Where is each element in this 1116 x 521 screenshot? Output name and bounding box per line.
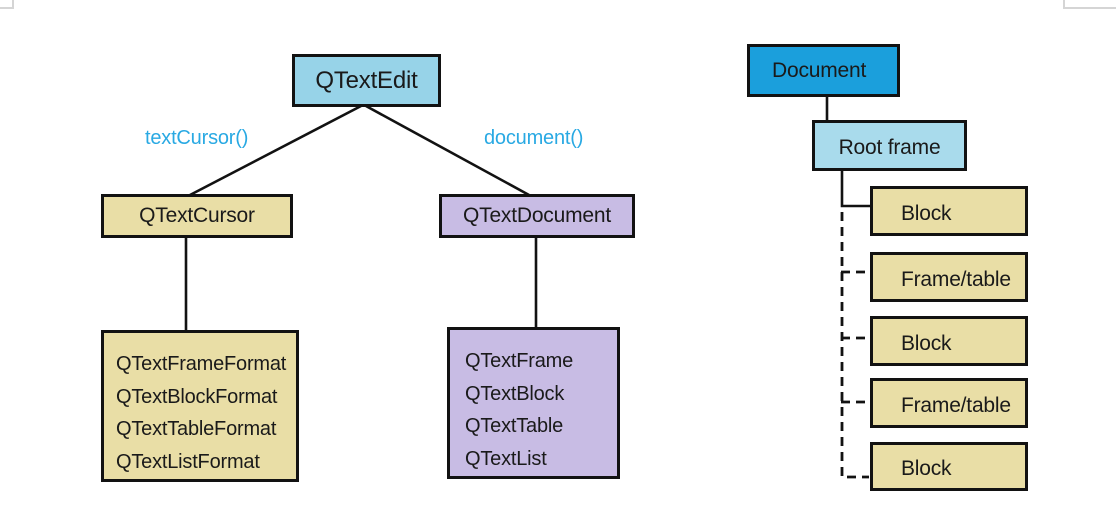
edge-label-document: document() [484,127,584,149]
page-edge-corner-left-vertical [12,0,14,8]
format-class-item: QTextFrameFormat [116,353,287,375]
page-edge-corner-right-horizontal [1063,7,1116,9]
edge-label-textcursor: textCursor() [145,127,249,149]
node-frame-table-2-label: Frame/table [901,394,1011,417]
node-document: Document [747,44,900,97]
content-class-item: QTextTable [465,415,564,437]
dashed-spine [840,212,869,479]
node-format-classes: QTextFrameFormat QTextBlockFormat QTextT… [101,330,299,482]
node-qtextdocument: QTextDocument [439,194,635,238]
node-document-label: Document [772,58,867,82]
node-block-2-label: Block [901,332,952,355]
page-edge-corner-left-horizontal [0,7,14,9]
node-qtextcursor: QTextCursor [101,194,293,238]
format-class-item: QTextTableFormat [116,418,277,440]
node-qtextdocument-label: QTextDocument [463,204,611,227]
content-class-item: QTextList [465,447,547,470]
node-frame-table-2: Frame/table [870,378,1028,428]
node-root-frame-label: Root frame [838,136,941,159]
content-class-item: QTextFrame [465,350,574,372]
node-qtextcursor-label: QTextCursor [139,204,255,227]
node-content-classes: QTextFrame QTextBlock QTextTable QTextLi… [447,327,620,479]
node-qtextedit-label: QTextEdit [315,66,418,94]
node-root-frame: Root frame [812,120,967,171]
node-block-1-label: Block [901,202,952,225]
node-frame-table-1-label: Frame/table [901,268,1011,291]
node-frame-table-1: Frame/table [870,252,1028,302]
node-qtextedit: QTextEdit [292,54,441,107]
format-class-item: QTextBlockFormat [116,385,278,408]
node-block-1: Block [870,186,1028,236]
edge-qtextedit-qtextdocument [365,104,530,197]
format-class-item: QTextListFormat [116,450,260,473]
node-block-3-label: Block [901,457,952,480]
node-block-3: Block [870,442,1028,491]
page-edge-corner-right-vertical [1063,0,1065,8]
edge-qtextedit-qtextcursor [189,104,362,197]
node-block-2: Block [870,316,1028,366]
edge-rootframe-block [840,170,871,208]
content-class-item: QTextBlock [465,382,565,405]
